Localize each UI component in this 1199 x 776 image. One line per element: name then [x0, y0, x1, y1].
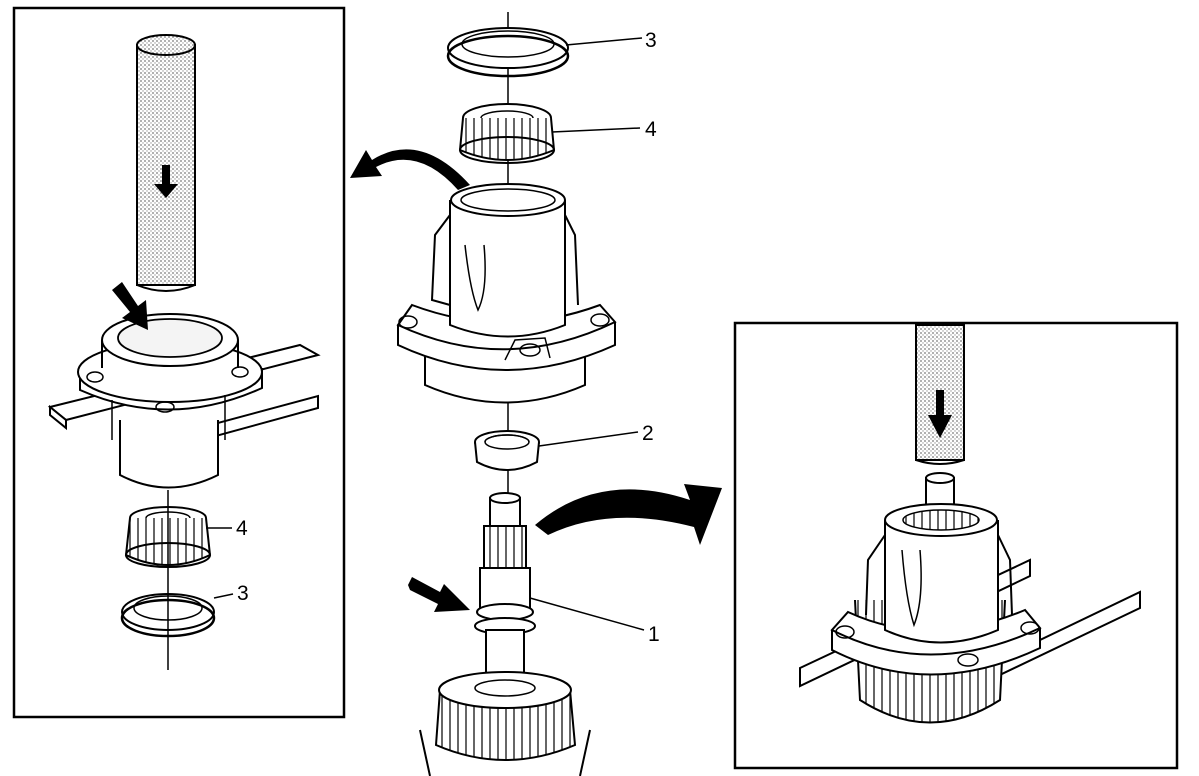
- curved-arrow-right-icon: [535, 484, 722, 545]
- callout-main-2: 2: [642, 422, 654, 445]
- seal-icon: [474, 430, 540, 471]
- callout-left-4: 4: [236, 517, 248, 540]
- shaft-gear-icon: [419, 492, 591, 776]
- right-inset-panel: [733, 321, 1179, 770]
- bearing-icon: [458, 103, 556, 164]
- curved-arrow-left-icon: [350, 149, 470, 190]
- press-tool-icon: [136, 34, 196, 292]
- press-tool-icon: [915, 324, 965, 465]
- callout-main-3: 3: [645, 29, 657, 52]
- housing-icon: [396, 183, 617, 404]
- housing-icon: [77, 282, 263, 489]
- left-inset-panel: 4 3: [12, 6, 346, 719]
- down-arrow-icon: [154, 165, 178, 198]
- down-arrow-icon: [928, 390, 952, 438]
- center-exploded-view: 3 4: [350, 12, 722, 776]
- callout-left-3: 3: [237, 582, 249, 605]
- housing-icon: [830, 503, 1042, 724]
- direction-arrow-icon: [408, 577, 470, 612]
- callout-main-1: 1: [648, 623, 660, 646]
- direction-arrow-icon: [112, 282, 148, 330]
- callout-main-4: 4: [645, 118, 657, 141]
- seal-icon: [446, 27, 570, 78]
